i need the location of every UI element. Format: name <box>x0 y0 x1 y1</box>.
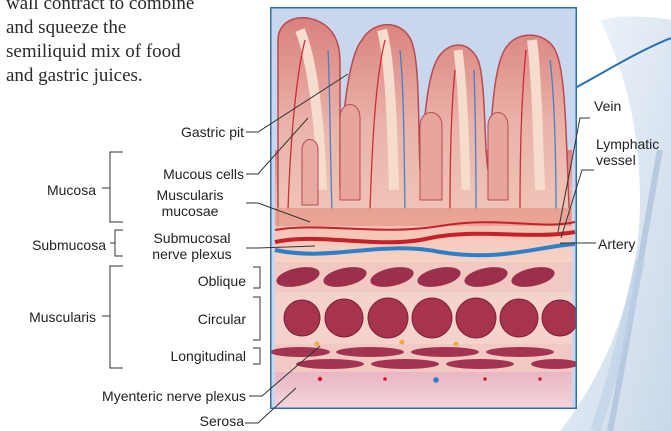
label-artery: Artery <box>598 236 635 252</box>
label-submucosal-line-1: Submucosal <box>140 230 244 246</box>
label-circular: Circular <box>130 311 246 327</box>
group-brackets <box>102 152 123 368</box>
label-lymphatic-line-2: vessel <box>596 152 659 168</box>
label-submucosal-line-2: nerve plexus <box>140 246 244 262</box>
circular-muscle-layer <box>275 292 578 344</box>
label-muscularis-mucosae: Muscularis mucosae <box>140 187 240 219</box>
longitudinal-muscle-layer <box>270 344 579 372</box>
label-myenteric-nerve-plexus: Myenteric nerve plexus <box>40 388 246 404</box>
layer-brackets <box>253 267 260 364</box>
submucosa-layer <box>275 222 575 262</box>
group-label-muscularis: Muscularis <box>6 309 96 325</box>
label-oblique: Oblique <box>130 273 246 289</box>
label-serosa: Serosa <box>120 413 244 429</box>
tissue-cross-section <box>270 7 579 412</box>
label-lymphatic-line-1: Lymphatic <box>596 136 659 152</box>
label-muscularis-mucosae-line-1: Muscularis <box>140 187 240 203</box>
label-submucosal-nerve-plexus: Submucosal nerve plexus <box>140 230 244 262</box>
label-muscularis-mucosae-line-2: mucosae <box>140 203 240 219</box>
label-mucous-cells: Mucous cells <box>110 166 244 182</box>
group-label-submucosa: Submucosa <box>0 237 106 253</box>
label-longitudinal: Longitudinal <box>110 348 246 364</box>
oblique-muscle-layer <box>275 262 572 292</box>
label-vein: Vein <box>594 98 621 114</box>
label-gastric-pit: Gastric pit <box>110 124 244 140</box>
label-lymphatic-vessel: Lymphatic vessel <box>596 136 659 168</box>
group-label-mucosa: Mucosa <box>10 182 96 198</box>
